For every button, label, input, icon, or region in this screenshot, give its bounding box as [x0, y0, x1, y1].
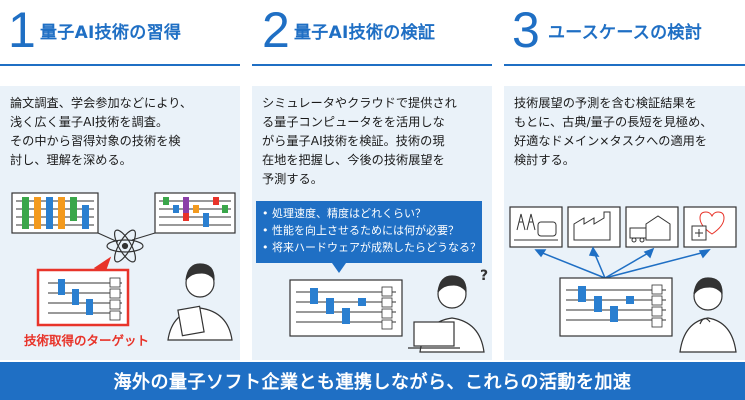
verification-circuit-card	[289, 279, 403, 337]
step-1-number: 1	[8, 2, 36, 58]
target-label: 技術取得のターゲット	[24, 333, 150, 348]
banner-text: 海外の量子ソフト企業とも連携しながら、これらの活動を加速	[113, 372, 632, 393]
step-1-divider	[0, 64, 240, 66]
step-2-line: シミュレータやクラウドで提供され	[262, 96, 457, 110]
step-3-line: 好適なドメイン×タスクへの適用を	[514, 134, 708, 148]
atom-icon	[106, 229, 144, 263]
step-3-line: もとに、古典/量子の長短を見極め、	[514, 115, 713, 129]
step-1-line: 論文調査、学会参加などにより、	[10, 96, 193, 110]
step-2-description: シミュレータやクラウドで提供され る量子コンピュータをを活用しな がら量子AI技…	[262, 94, 486, 189]
step-2-line: る量子コンピュータをを活用しな	[262, 115, 445, 129]
factory-icon	[567, 206, 621, 248]
question-item: • 性能を向上させるためには何が必要？	[262, 224, 459, 237]
step-2-line: 予測する。	[262, 172, 323, 186]
engineer-at-laptop-icon	[408, 275, 485, 353]
step-2-title: 量子AI技術の検証	[294, 23, 436, 43]
step-3-line: 検討する。	[514, 153, 575, 167]
question-item: • 将来ハードウェアが成熟したらどうなる？	[262, 241, 481, 254]
step-2-number: 2	[262, 2, 290, 58]
question-item: • 処理速度、精度はどれくらい？	[262, 207, 426, 220]
step-3-title: ユースケースの検討	[548, 23, 702, 43]
step-1-title: 量子AI技術の習得	[40, 23, 182, 43]
step-2-line: 在地を把握し、今後の技術展望を	[262, 153, 445, 167]
thinking-person-icon	[679, 277, 737, 353]
survey-circuit-card-right	[154, 192, 236, 234]
step-2-line: がら量子AI技術を検証。技術の現	[262, 134, 445, 148]
bottom-banner: 海外の量子ソフト企業とも連携しながら、これらの活動を加速	[0, 362, 745, 400]
usecase-circuit-card	[559, 277, 673, 337]
step-1-line: 討し、理解を深める。	[10, 153, 132, 167]
step-2-divider	[252, 64, 492, 66]
question-mark-icon: ?	[480, 268, 488, 284]
survey-circuit-card-left	[11, 192, 99, 234]
logistics-icon	[625, 206, 679, 248]
application-arrows	[534, 246, 711, 279]
researcher-icon	[167, 263, 233, 341]
bubble-pointer	[332, 263, 346, 273]
step-1-description: 論文調査、学会参加などにより、 浅く広く量子AI技術を調査。 その中から習得対象…	[10, 94, 234, 170]
step-3-number: 3	[512, 2, 540, 58]
verification-questions-bubble: • 処理速度、精度はどれくらい？ • 性能を向上させるためには何が必要？ • 将…	[256, 201, 482, 263]
target-circuit-card	[36, 268, 130, 327]
power-plant-train-icon	[509, 206, 563, 248]
step-1-line: 浅く広く量子AI技術を調査。	[10, 115, 169, 129]
step-3-divider	[504, 64, 745, 66]
step-3-description: 技術展望の予測を含む検証結果を もとに、古典/量子の長短を見極め、 好適なドメイ…	[514, 94, 739, 170]
step-1-line: その中から習得対象の技術を検	[10, 134, 181, 148]
step-3-line: 技術展望の予測を含む検証結果を	[514, 96, 697, 110]
healthcare-icon	[683, 206, 737, 248]
